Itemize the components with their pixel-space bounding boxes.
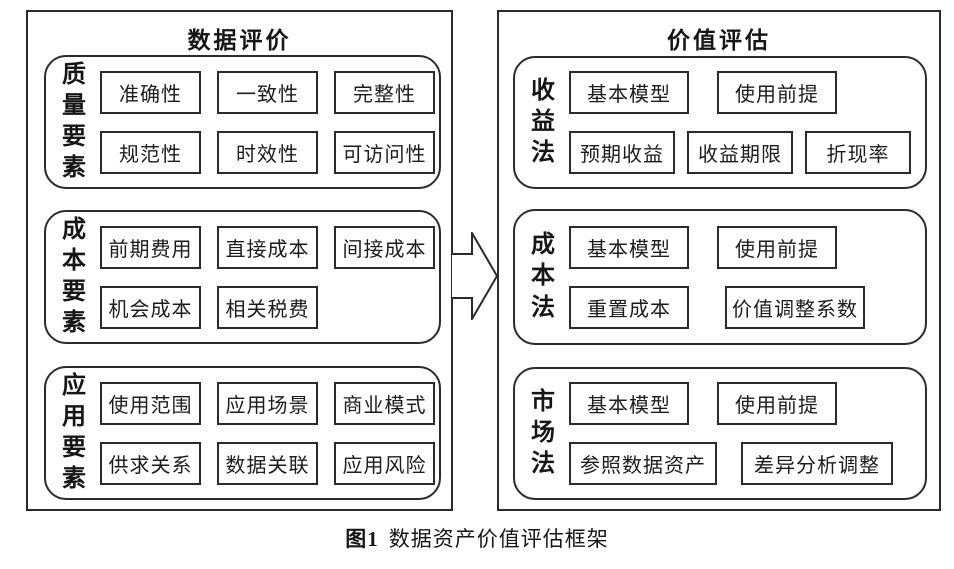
data-evaluation-panel: 数据评价 质量要素 准确性 一致性 完整性 规范性 时效性 可访问性 成本要素 [26,10,453,511]
box-basic-model: 基本模型 [569,71,689,114]
box-row: 准确性 一致性 完整性 [100,70,435,114]
factor-box-accuracy: 准确性 [100,70,201,114]
box-row: 基本模型 使用前提 [569,71,915,114]
factor-box-direct-costs: 直接成本 [217,225,318,269]
factor-box-application-risk: 应用风险 [334,441,435,485]
application-factors-content: 使用范围 应用场景 商业模式 供求关系 数据关联 应用风险 [100,381,435,485]
right-block-arrow-icon [450,229,499,323]
box-income-period: 收益期限 [687,131,793,174]
factor-box-indirect-costs: 间接成本 [334,225,435,269]
box-replacement-cost: 重置成本 [569,285,689,329]
box-usage-premise: 使用前提 [717,71,837,114]
factor-box-usage-scope: 使用范围 [100,381,201,425]
box-row: 前期费用 直接成本 间接成本 [100,225,435,269]
cost-factors-group: 成本要素 前期费用 直接成本 间接成本 机会成本 相关税费 [44,210,441,344]
market-approach-group: 市场法 基本模型 使用前提 参照数据资产 差异分析调整 [513,367,927,500]
market-approach-label: 市场法 [531,388,555,478]
income-approach-label: 收益法 [531,77,555,167]
factor-box-completeness: 完整性 [334,70,435,114]
cost-factors-content: 前期费用 直接成本 间接成本 机会成本 相关税费 [100,225,435,329]
factor-box-upfront-costs: 前期费用 [100,225,201,269]
box-expected-income: 预期收益 [569,131,675,174]
box-row: 参照数据资产 差异分析调整 [569,442,915,485]
box-usage-premise: 使用前提 [717,225,837,269]
right-panel-title: 价值评估 [667,28,771,53]
cost-factors-label: 成本要素 [62,216,86,337]
cost-approach-content: 基本模型 使用前提 重置成本 价值调整系数 [569,225,915,329]
figure-caption: 图1 数据资产价值评估框架 [0,523,954,553]
factor-box-timeliness: 时效性 [217,130,318,174]
income-approach-content: 基本模型 使用前提 预期收益 收益期限 折现率 [569,71,915,174]
factor-box-consistency: 一致性 [217,70,318,114]
quality-factors-label: 质量要素 [62,61,86,182]
box-row: 基本模型 使用前提 [569,225,915,269]
box-row: 使用范围 应用场景 商业模式 [100,381,435,425]
box-basic-model: 基本模型 [569,382,689,425]
box-basic-model: 基本模型 [569,225,689,269]
figure-caption-text: 数据资产价值评估框架 [388,527,609,551]
cost-approach-label: 成本法 [531,232,555,321]
factor-box-supply-demand: 供求关系 [100,441,201,485]
quality-factors-content: 准确性 一致性 完整性 规范性 时效性 可访问性 [100,70,435,174]
box-row: 供求关系 数据关联 应用风险 [100,441,435,485]
application-factors-group: 应用要素 使用范围 应用场景 商业模式 供求关系 数据关联 应用风险 [44,366,441,500]
factor-box-standardization: 规范性 [100,130,201,174]
box-row: 规范性 时效性 可访问性 [100,130,435,174]
factor-box-business-model: 商业模式 [334,381,435,425]
factor-box-data-correlation: 数据关联 [217,441,318,485]
box-row: 预期收益 收益期限 折现率 [569,131,915,174]
value-assessment-panel: 价值评估 收益法 基本模型 使用前提 预期收益 收益期限 折现率 成本法 [497,10,941,511]
box-row: 重置成本 价值调整系数 [569,285,915,329]
left-panel-title: 数据评价 [187,28,292,53]
box-discount-rate: 折现率 [805,131,911,174]
quality-factors-group: 质量要素 准确性 一致性 完整性 规范性 时效性 可访问性 [44,55,441,189]
box-difference-analysis-adjustment: 差异分析调整 [741,442,893,485]
box-row: 机会成本 相关税费 [100,285,435,329]
factor-box-related-taxes: 相关税费 [217,285,318,329]
figure-caption-label: 图1 [345,527,379,551]
box-usage-premise: 使用前提 [717,382,837,425]
market-approach-content: 基本模型 使用前提 参照数据资产 差异分析调整 [569,382,915,485]
box-reference-data-assets: 参照数据资产 [569,442,717,485]
factor-box-application-scenario: 应用场景 [217,381,318,425]
income-approach-group: 收益法 基本模型 使用前提 预期收益 收益期限 折现率 [513,56,927,189]
box-row: 基本模型 使用前提 [569,382,915,425]
box-value-adjustment-coefficient: 价值调整系数 [725,285,865,329]
application-factors-label: 应用要素 [62,372,86,493]
factor-box-opportunity-costs: 机会成本 [100,285,201,329]
cost-approach-group: 成本法 基本模型 使用前提 重置成本 价值调整系数 [513,209,927,345]
factor-box-accessibility: 可访问性 [334,130,435,174]
